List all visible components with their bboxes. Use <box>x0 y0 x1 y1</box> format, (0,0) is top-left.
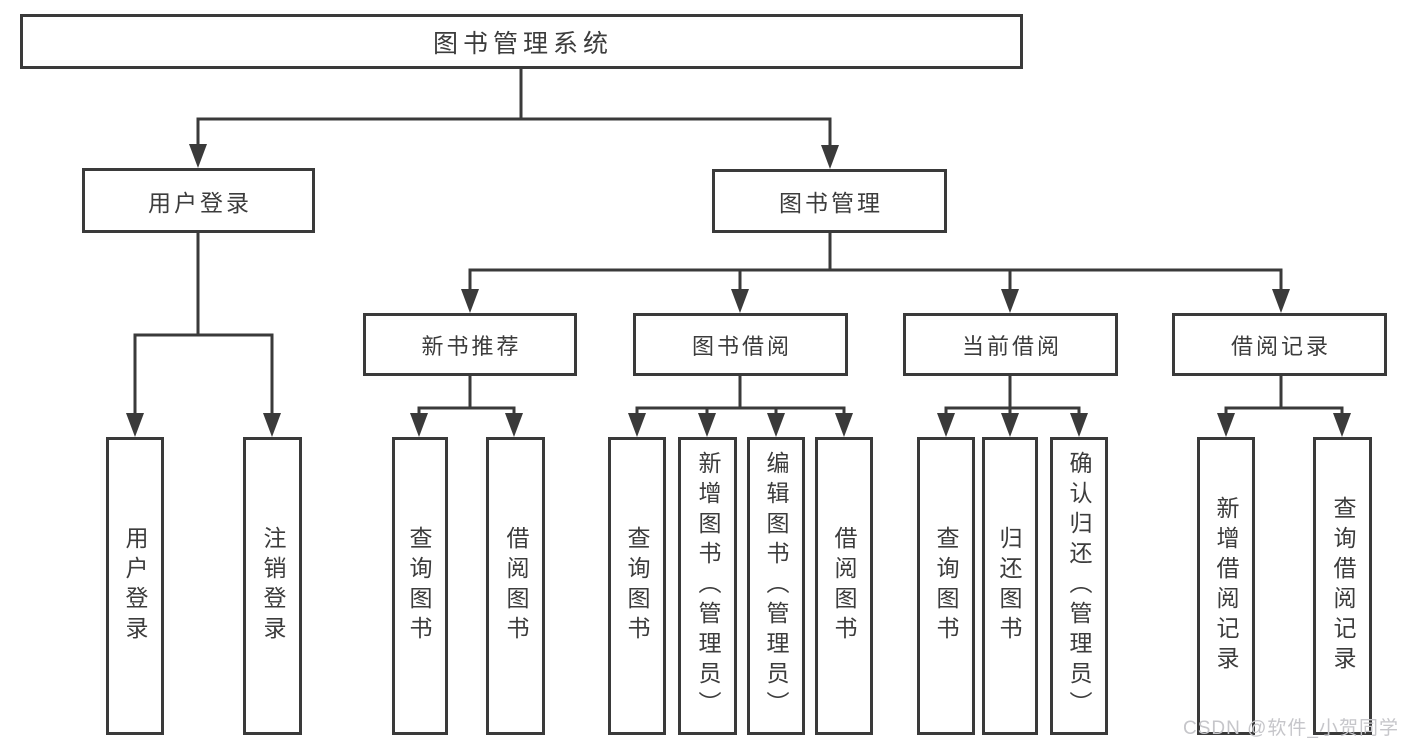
leaf-add-books-admin: 新增图书（管理员） <box>678 437 737 735</box>
leaf-return-books: 归还图书 <box>982 437 1038 735</box>
leaf-query-books-3: 查询图书 <box>917 437 975 735</box>
leaf-confirm-return-admin: 确认归还（管理员） <box>1050 437 1108 735</box>
node-library-management-system: 图书管理系统 <box>20 14 1023 69</box>
leaf-edit-books-admin: 编辑图书（管理员） <box>747 437 805 735</box>
node-current-borrowing: 当前借阅 <box>903 313 1118 376</box>
leaf-query-borrow-record: 查询借阅记录 <box>1313 437 1372 735</box>
leaf-add-borrow-record: 新增借阅记录 <box>1197 437 1255 735</box>
node-book-borrowing: 图书借阅 <box>633 313 848 376</box>
leaf-query-books-1: 查询图书 <box>392 437 448 735</box>
node-user-login: 用户登录 <box>82 168 315 233</box>
leaf-borrow-books-1: 借阅图书 <box>486 437 545 735</box>
node-book-management: 图书管理 <box>712 169 947 233</box>
node-borrowing-records: 借阅记录 <box>1172 313 1387 376</box>
leaf-user-login: 用户登录 <box>106 437 164 735</box>
csdn-watermark: CSDN @软件_小贺同学 <box>1183 718 1399 739</box>
leaf-logout: 注销登录 <box>243 437 302 735</box>
leaf-query-books-2: 查询图书 <box>608 437 666 735</box>
node-new-book-recommend: 新书推荐 <box>363 313 577 376</box>
leaf-borrow-books-2: 借阅图书 <box>815 437 873 735</box>
